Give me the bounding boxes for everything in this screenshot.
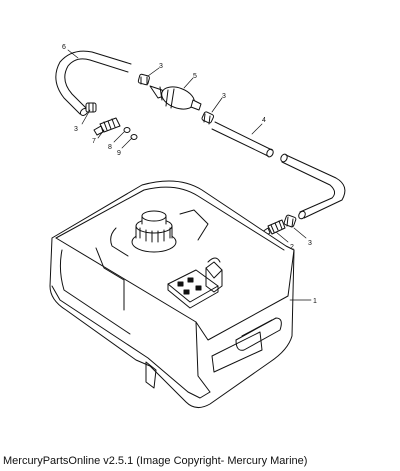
callout-3d: 3 [308, 240, 312, 247]
clamp-a [137, 73, 150, 86]
callout-6: 6 [62, 44, 66, 51]
fuel-system-exploded-diagram: 6 3 5 3 4 3 7 8 9 2 3 1 [49, 44, 346, 408]
callout-8: 8 [108, 144, 112, 151]
o-ring-8 [123, 127, 131, 133]
callout-3b: 3 [74, 126, 78, 133]
clamp-d [283, 214, 297, 228]
o-ring-9 [130, 134, 138, 140]
callout-4: 4 [262, 117, 266, 124]
clamp-b [85, 102, 97, 113]
callout-leaders [67, 49, 312, 301]
callout-1: 1 [313, 298, 317, 305]
fuel-hose-short [211, 121, 346, 220]
fuel-gauge-module [167, 257, 223, 309]
image-copyright-caption: MercuryPartsOnline v2.5.1 (Image Copyrig… [3, 455, 308, 467]
callout-9: 9 [117, 150, 121, 157]
primer-bulb [149, 85, 202, 111]
callout-5: 5 [193, 73, 197, 80]
clamp-c [201, 111, 215, 125]
fuel-tank [49, 180, 295, 408]
callout-7: 7 [92, 138, 96, 145]
callout-3c: 3 [222, 93, 226, 100]
callout-2: 2 [290, 244, 294, 251]
callout-3a: 3 [159, 63, 163, 70]
engine-connector [93, 117, 121, 136]
filler-cap [131, 210, 177, 253]
